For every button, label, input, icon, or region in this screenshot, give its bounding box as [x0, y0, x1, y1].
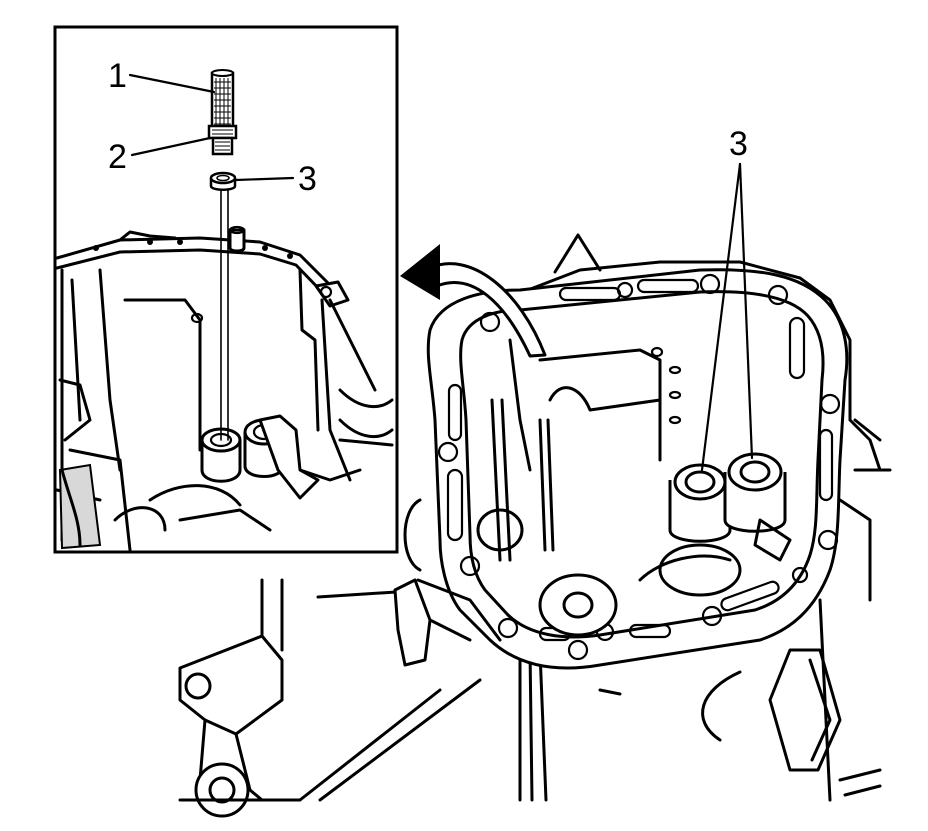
- case-bracket-arm: [178, 578, 302, 818]
- case-left-fittings: [393, 498, 502, 667]
- case-lower-lines: [298, 590, 742, 802]
- detail-inset: 1 2 3: [53, 25, 399, 554]
- callout-o-ring-detail: 3: [298, 160, 317, 198]
- case-right-brackets: [753, 498, 882, 802]
- direction-arrow: [400, 244, 547, 358]
- inset-case-interior: [55, 268, 394, 552]
- callout-o-ring-main: 3: [729, 125, 748, 163]
- case-interior: [476, 338, 787, 637]
- callout-seal-nut: 2: [108, 138, 127, 176]
- transmission-case-main-view: 3: [178, 125, 892, 818]
- filter-seal-nut: [207, 124, 238, 156]
- filter-screen: [210, 69, 235, 130]
- leader-lines-main: [700, 162, 754, 472]
- leader-lines-inset: [128, 73, 295, 182]
- filter-assembly-exploded: [207, 69, 238, 441]
- callout-filter: 1: [108, 57, 127, 95]
- case-gasket: [426, 268, 849, 670]
- o-ring: [209, 171, 237, 191]
